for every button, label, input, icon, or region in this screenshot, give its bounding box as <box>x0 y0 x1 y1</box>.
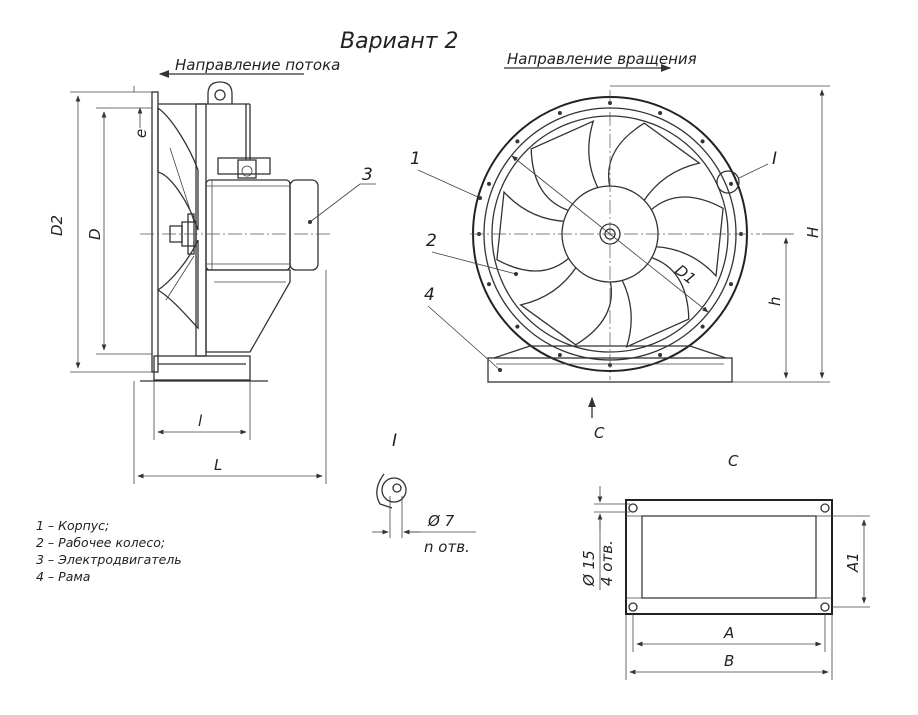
base-frame-side <box>140 355 268 382</box>
lifting-eye <box>207 81 233 104</box>
view-c: C Ø 15 4 отв. A1 A <box>580 452 870 680</box>
detail-i-title: I <box>392 431 397 451</box>
callout-4-leader <box>427 305 501 371</box>
legend-item-4: 4 – Рама <box>36 569 90 584</box>
view-c-mounting-holes <box>628 503 830 612</box>
motor-support <box>205 269 291 353</box>
detail-i-arc <box>376 473 393 509</box>
callout-3-leader <box>309 183 361 223</box>
flange-hole <box>729 282 733 287</box>
dim-label-L: L <box>214 456 222 474</box>
dim-label-h: h <box>766 296 784 306</box>
detail-i-marker: I <box>772 149 777 169</box>
dim-label-d: D <box>86 228 104 240</box>
detail-i-view: I Ø 7 n отв. <box>372 431 476 556</box>
hole-diameter-15-label: Ø 15 <box>580 550 598 587</box>
flange-hole <box>700 139 705 144</box>
hole-diameter-7-label: Ø 7 <box>427 512 455 530</box>
flange-hole <box>658 353 663 357</box>
flange-hole <box>729 181 733 186</box>
drawing-title: Вариант 2 <box>340 29 459 54</box>
dim-label-l: l <box>198 412 203 430</box>
view-c-title: C <box>728 452 739 470</box>
fan-housing-side <box>151 91 251 373</box>
view-c-inner-opening <box>641 515 817 599</box>
callout-2-leader <box>431 251 517 275</box>
flange-hole <box>700 324 705 329</box>
callout-1: 1 <box>410 149 421 169</box>
callout-2: 2 <box>426 231 437 251</box>
dim-label-e: e <box>132 129 150 138</box>
flange-hole <box>557 353 562 357</box>
dim-label-H: H <box>804 227 822 238</box>
callout-4: 4 <box>424 285 435 305</box>
legend-item-1: 1 – Корпус; <box>36 518 109 533</box>
electric-motor <box>205 157 319 271</box>
dim-label-A: A <box>723 624 734 642</box>
flange-hole <box>515 139 520 144</box>
impeller-blade-side <box>156 106 199 330</box>
four-holes-label: 4 отв. <box>598 540 616 586</box>
front-view: Направление вращения D1 I <box>410 50 830 442</box>
holes-count-n-label: n отв. <box>424 538 470 556</box>
parts-legend: 1 – Корпус; 2 – Рабочее колесо; 3 – Элек… <box>36 518 182 584</box>
flange-hole <box>515 324 520 329</box>
legend-item-2: 2 – Рабочее колесо; <box>36 535 165 550</box>
flange-hole <box>487 282 491 287</box>
rotation-direction-label: Направление вращения <box>507 50 697 68</box>
flange-hole <box>557 111 562 115</box>
base-frame-front <box>487 345 733 383</box>
dim-line-d1 <box>511 155 709 313</box>
dim-label-d2: D2 <box>48 215 66 236</box>
dim-label-B: B <box>724 652 734 670</box>
flow-direction-label: Направление потока <box>175 56 340 74</box>
view-c-marker: C <box>594 424 605 442</box>
flange-hole <box>658 111 663 115</box>
callout-3: 3 <box>362 165 373 185</box>
detail-i-circle <box>716 170 740 194</box>
flange-hole <box>487 181 491 186</box>
dim-label-A1: A1 <box>844 552 862 573</box>
side-view: Направление потока <box>48 56 376 484</box>
view-c-outer-flange <box>625 499 833 615</box>
callout-1-leader <box>417 169 481 199</box>
legend-item-3: 3 – Электродвигатель <box>36 552 182 567</box>
